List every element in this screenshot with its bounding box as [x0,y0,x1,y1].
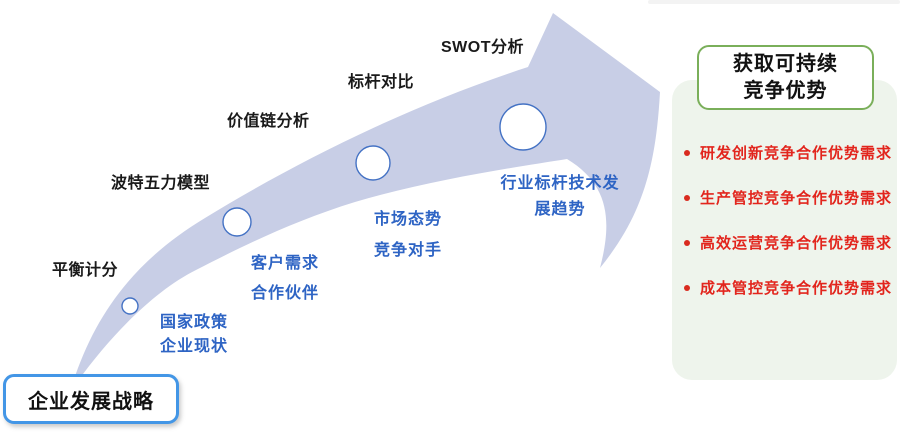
milestone-circle-4 [499,103,547,151]
input-line: 展趋势 [534,201,586,218]
result-title-line1: 获取可持续 [733,52,838,75]
stage-label-balanced-scorecard: 平衡计分 [52,262,119,279]
milestone-circle-3 [355,145,391,181]
milestone-circle-2 [222,207,252,237]
bullet-dot-icon [684,284,690,291]
cropped-text-artifact [648,0,900,4]
result-item: 高效运营竞争合作优势需求 [684,220,896,265]
result-item-label: 生产管控竞争合作优势需求 [700,190,893,207]
result-item: 生产管控竞争合作优势需求 [684,175,896,220]
input-line: 国家政策 [160,314,229,331]
result-list: 研发创新竞争合作优势需求 生产管控竞争合作优势需求 高效运营竞争合作优势需求 成… [684,130,896,310]
input-line: 行业标杆技术发 [500,175,620,192]
input-label-policy-status: 国家政策 企业现状 [160,311,228,359]
bullet-dot-icon [684,194,690,201]
input-line: 市场态势 [374,211,443,228]
input-line: 合作伙伴 [251,285,320,302]
input-label-customer-partner: 客户需求 合作伙伴 [251,249,319,309]
bullet-dot-icon [684,149,690,156]
strategy-box: 企业发展战略 [3,374,179,424]
result-item: 研发创新竞争合作优势需求 [684,130,896,175]
result-item-label: 成本管控竞争合作优势需求 [700,280,893,297]
milestone-circle-1 [121,297,139,315]
stage-label-porter-five-forces: 波特五力模型 [111,175,211,192]
result-panel [672,80,897,380]
result-title-box: 获取可持续 竞争优势 [697,45,874,110]
stage-label-benchmarking: 标杆对比 [348,74,415,91]
input-line: 企业现状 [160,338,229,355]
stage-label-swot: SWOT分析 [441,39,524,56]
stage-label-value-chain: 价值链分析 [227,113,310,130]
bullet-dot-icon [684,239,690,246]
input-line: 客户需求 [251,255,320,272]
result-title-line2: 竞争优势 [743,79,828,102]
result-item: 成本管控竞争合作优势需求 [684,265,896,310]
result-item-label: 高效运营竞争合作优势需求 [700,235,893,252]
result-item-label: 研发创新竞争合作优势需求 [700,145,893,162]
input-label-market-competitor: 市场态势 竞争对手 [374,204,442,266]
strategy-box-label: 企业发展战略 [28,390,154,413]
input-line: 竞争对手 [374,242,443,259]
input-label-industry-benchmark-trend: 行业标杆技术发 展趋势 [490,171,630,223]
